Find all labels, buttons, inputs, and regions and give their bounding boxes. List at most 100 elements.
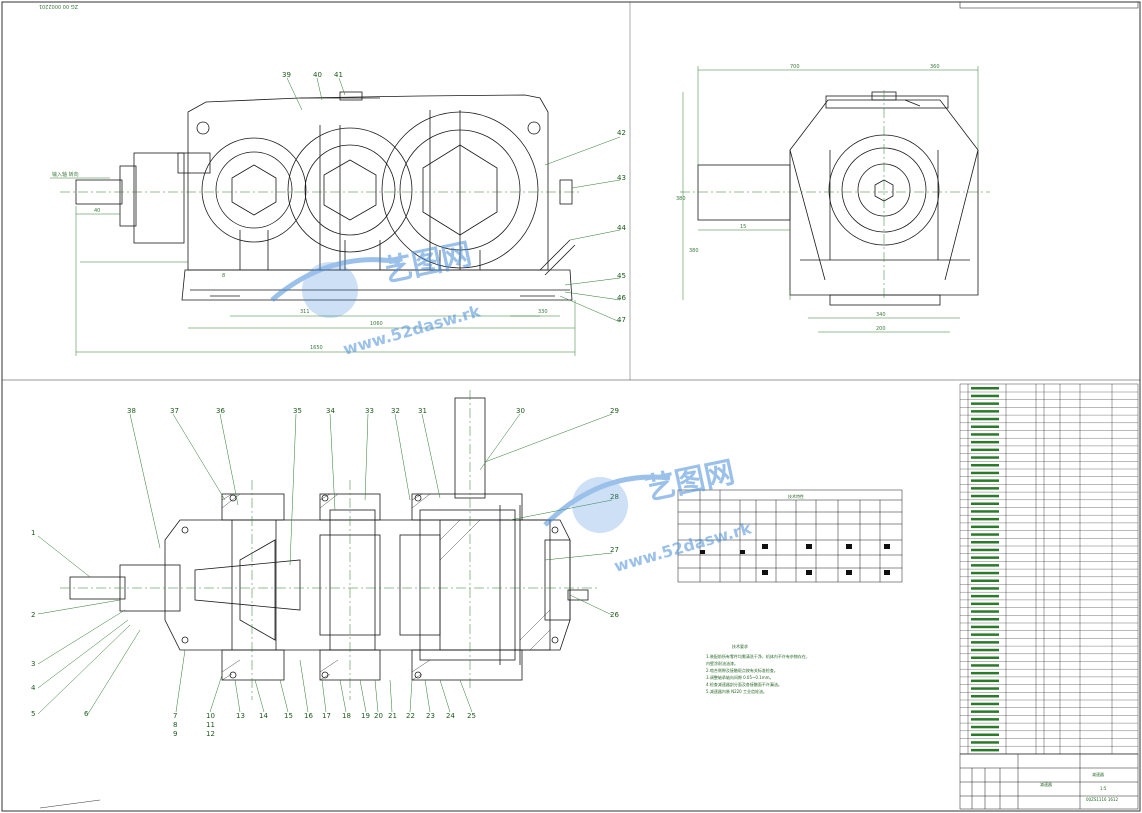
parts-list-entry-mark — [971, 625, 999, 629]
parts-list-entry-mark — [971, 648, 999, 652]
watermark-brand-1: 艺图网 — [379, 237, 474, 290]
callout-9: 9 — [173, 730, 177, 738]
parts-list-entry-mark — [971, 618, 999, 621]
note-2: 2.啮合侧隙及接触斑点按有关标准检查。 — [706, 667, 778, 673]
note-1: 1.装配前所有零件均需清洗干净，机体内不许有杂物存在， — [706, 653, 810, 659]
parts-list-entry-mark — [971, 402, 999, 405]
parts-list-entry-mark — [971, 687, 999, 690]
note-5: 5.减速器内装 N220 工业齿轮油。 — [706, 688, 767, 694]
title-scale: 1:5 — [1100, 786, 1107, 791]
callout-6: 6 — [84, 710, 89, 718]
callout-38: 38 — [127, 407, 136, 415]
callout-20: 20 — [374, 712, 383, 720]
title-name-2: 减速器 — [1092, 771, 1104, 777]
parts-list-entry-mark — [971, 548, 999, 552]
parts-list-entry-mark — [971, 679, 999, 683]
callout-17: 17 — [322, 712, 331, 720]
callout-27: 27 — [610, 546, 619, 554]
callout-18: 18 — [342, 712, 351, 720]
parts-list-entry-mark — [971, 487, 999, 490]
watermark-url-1: www.52dasw.rk — [341, 301, 483, 358]
callout-19: 19 — [361, 712, 370, 720]
callout-37: 37 — [170, 407, 179, 415]
parts-list-entry-mark — [971, 725, 999, 729]
title-name: 减速器 — [1040, 781, 1052, 787]
callout-41: 41 — [334, 71, 343, 79]
callout-32: 32 — [391, 407, 400, 415]
section-view — [69, 397, 589, 681]
side-view — [697, 91, 979, 306]
parts-list-entry-mark — [971, 448, 999, 452]
callout-35: 35 — [293, 407, 302, 415]
front-dim-5: 8 — [222, 273, 225, 279]
callout-8: 8 — [173, 721, 177, 729]
parts-list-entry-mark — [971, 671, 999, 675]
callout-21: 21 — [388, 712, 397, 720]
parts-list-entry-mark — [971, 718, 999, 721]
watermark-2: 艺图网 www.52dasw.rk — [543, 455, 754, 576]
callout-12: 12 — [206, 730, 215, 738]
callout-33: 33 — [365, 407, 374, 415]
parts-list-entry-mark — [971, 417, 999, 421]
front-dim-3: 1650 — [310, 345, 323, 351]
callout-44: 44 — [617, 224, 626, 232]
parts-list-entry-mark — [971, 410, 999, 413]
parts-list-entry-mark — [971, 456, 999, 459]
side-dim-2: 380 — [676, 196, 686, 202]
title-number: 00ZS1116 1612 — [1086, 797, 1118, 802]
parts-list-entry-mark — [971, 656, 999, 659]
parts-list-entry-mark — [971, 733, 999, 736]
note-1b: 内壁涂耐油油漆。 — [706, 660, 738, 666]
parts-list-entry-mark — [971, 710, 999, 713]
side-dim-0: 700 — [790, 64, 800, 70]
parts-list-entry-mark — [971, 541, 999, 544]
parts-list-entry-mark — [971, 594, 999, 598]
parts-list-entry-mark — [971, 579, 999, 582]
callout-40: 40 — [313, 71, 322, 79]
parts-list-entry-mark — [971, 387, 999, 390]
callout-31: 31 — [418, 407, 427, 415]
parts-list-entry-mark — [971, 602, 999, 606]
callout-16: 16 — [304, 712, 313, 720]
callout-46: 46 — [617, 294, 626, 302]
side-dim-5: 200 — [876, 326, 886, 332]
side-dim-1: 360 — [930, 64, 940, 70]
parts-list-entry-mark — [971, 433, 999, 436]
parts-list-entry-mark — [971, 510, 999, 513]
note-3: 3.调整轴承轴向间隙 0.05~0.1mm。 — [706, 674, 774, 680]
callout-1: 1 — [31, 529, 35, 537]
callout-43: 43 — [617, 174, 626, 182]
callout-47: 47 — [617, 316, 626, 324]
side-dim-4: 340 — [876, 312, 886, 318]
side-dim-3: 380 — [689, 248, 699, 254]
parts-list-entry-mark — [971, 494, 999, 498]
parts-list-entry-mark — [971, 425, 999, 428]
front-dim-2: 1060 — [370, 321, 383, 327]
callout-36: 36 — [216, 407, 225, 415]
parts-list-entry-mark — [971, 633, 999, 636]
parts-list-entry-mark — [971, 394, 999, 398]
callout-7: 7 — [173, 712, 177, 720]
parts-list-entry-mark — [971, 664, 999, 667]
parts-list-entry-mark — [971, 741, 999, 744]
callout-10: 10 — [206, 712, 215, 720]
front-dim-0: 40 — [94, 208, 100, 214]
front-dim-4: 330 — [538, 309, 548, 315]
front-dim-1: 311 — [300, 309, 310, 315]
parts-list-entry-mark — [971, 464, 999, 467]
callout-30: 30 — [516, 407, 525, 415]
callout-23: 23 — [426, 712, 435, 720]
code-stamp: ZG 00 0002201 — [39, 3, 78, 9]
callout-28: 28 — [610, 493, 619, 501]
parts-list-entry-mark — [971, 502, 999, 505]
callout-26: 26 — [610, 611, 619, 619]
callout-34: 34 — [326, 407, 335, 415]
callout-13: 13 — [236, 712, 245, 720]
front-view — [75, 91, 576, 301]
parts-list-entry-mark — [971, 471, 999, 475]
input-label: 输入轴 转向 — [52, 171, 79, 178]
callout-15: 15 — [284, 712, 293, 720]
parts-list-entry-mark — [971, 748, 999, 752]
